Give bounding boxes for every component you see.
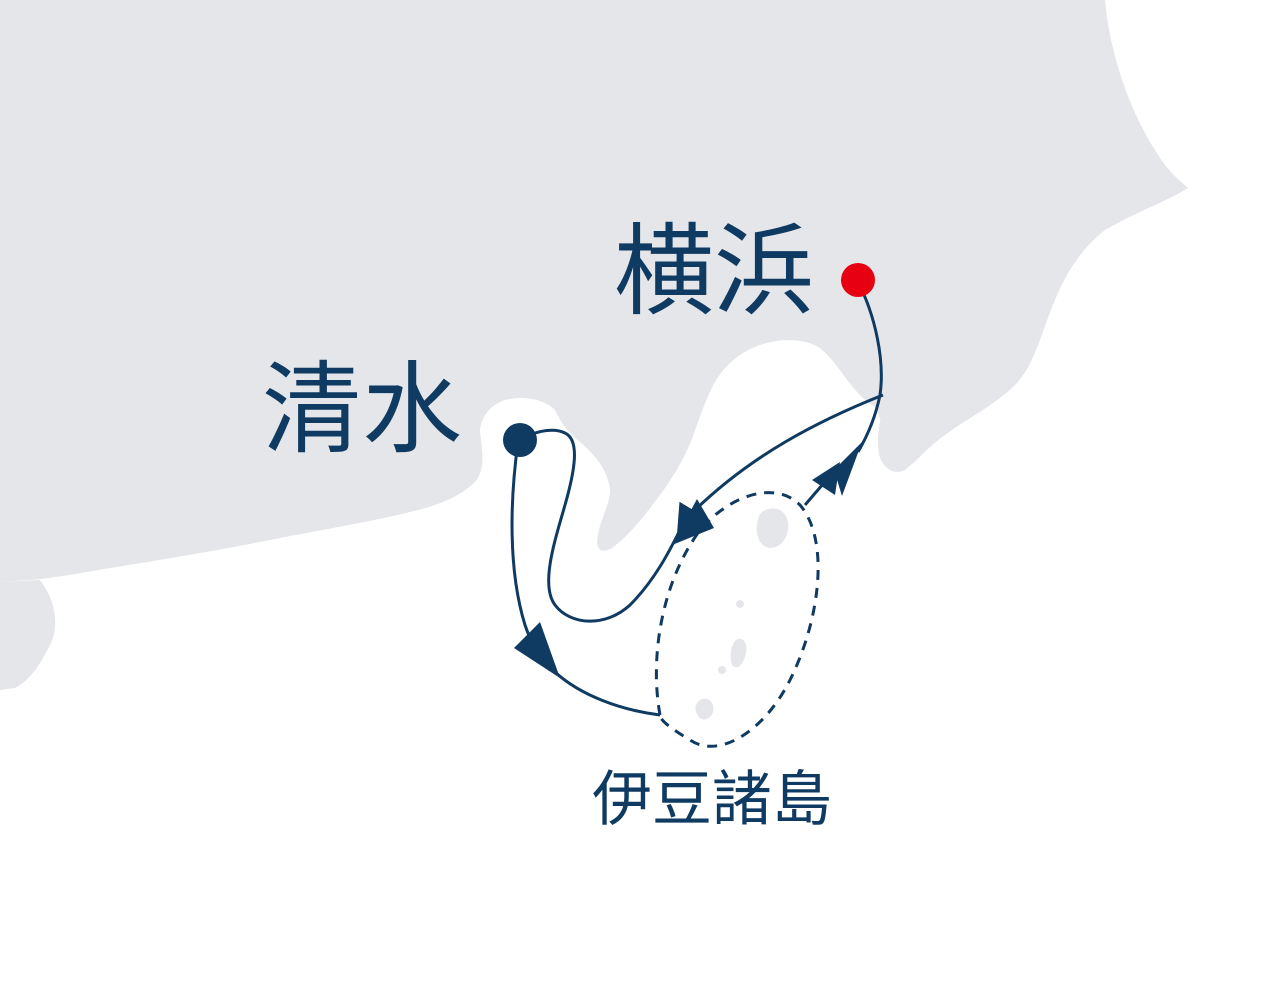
route-suruga-bay [524,428,682,623]
island-oshima [756,508,789,548]
label-yokohama: 横浜 [614,213,814,330]
land-atsumi [0,580,56,690]
port-marker-shimizu [503,423,537,457]
label-shimizu: 清水 [262,351,462,468]
port-marker-yokohama [841,263,875,297]
land-honshu [0,0,1188,582]
route-arrow-south [514,622,560,678]
route-return-arrow-3 [672,499,714,545]
izu-cruising-loop [654,491,820,748]
route-to-izu [553,670,661,717]
route-return-arrow-1 [812,462,840,495]
island-niijima [730,638,747,668]
route-return-arrow-2 [834,442,862,496]
route-yokohama-to-sea [856,281,883,453]
island-shikinejima [718,666,726,674]
land-boso [877,388,958,440]
island-toshima [736,600,744,608]
label-izu-islands: 伊豆諸島 [592,765,832,835]
island-kozushima [695,698,714,720]
